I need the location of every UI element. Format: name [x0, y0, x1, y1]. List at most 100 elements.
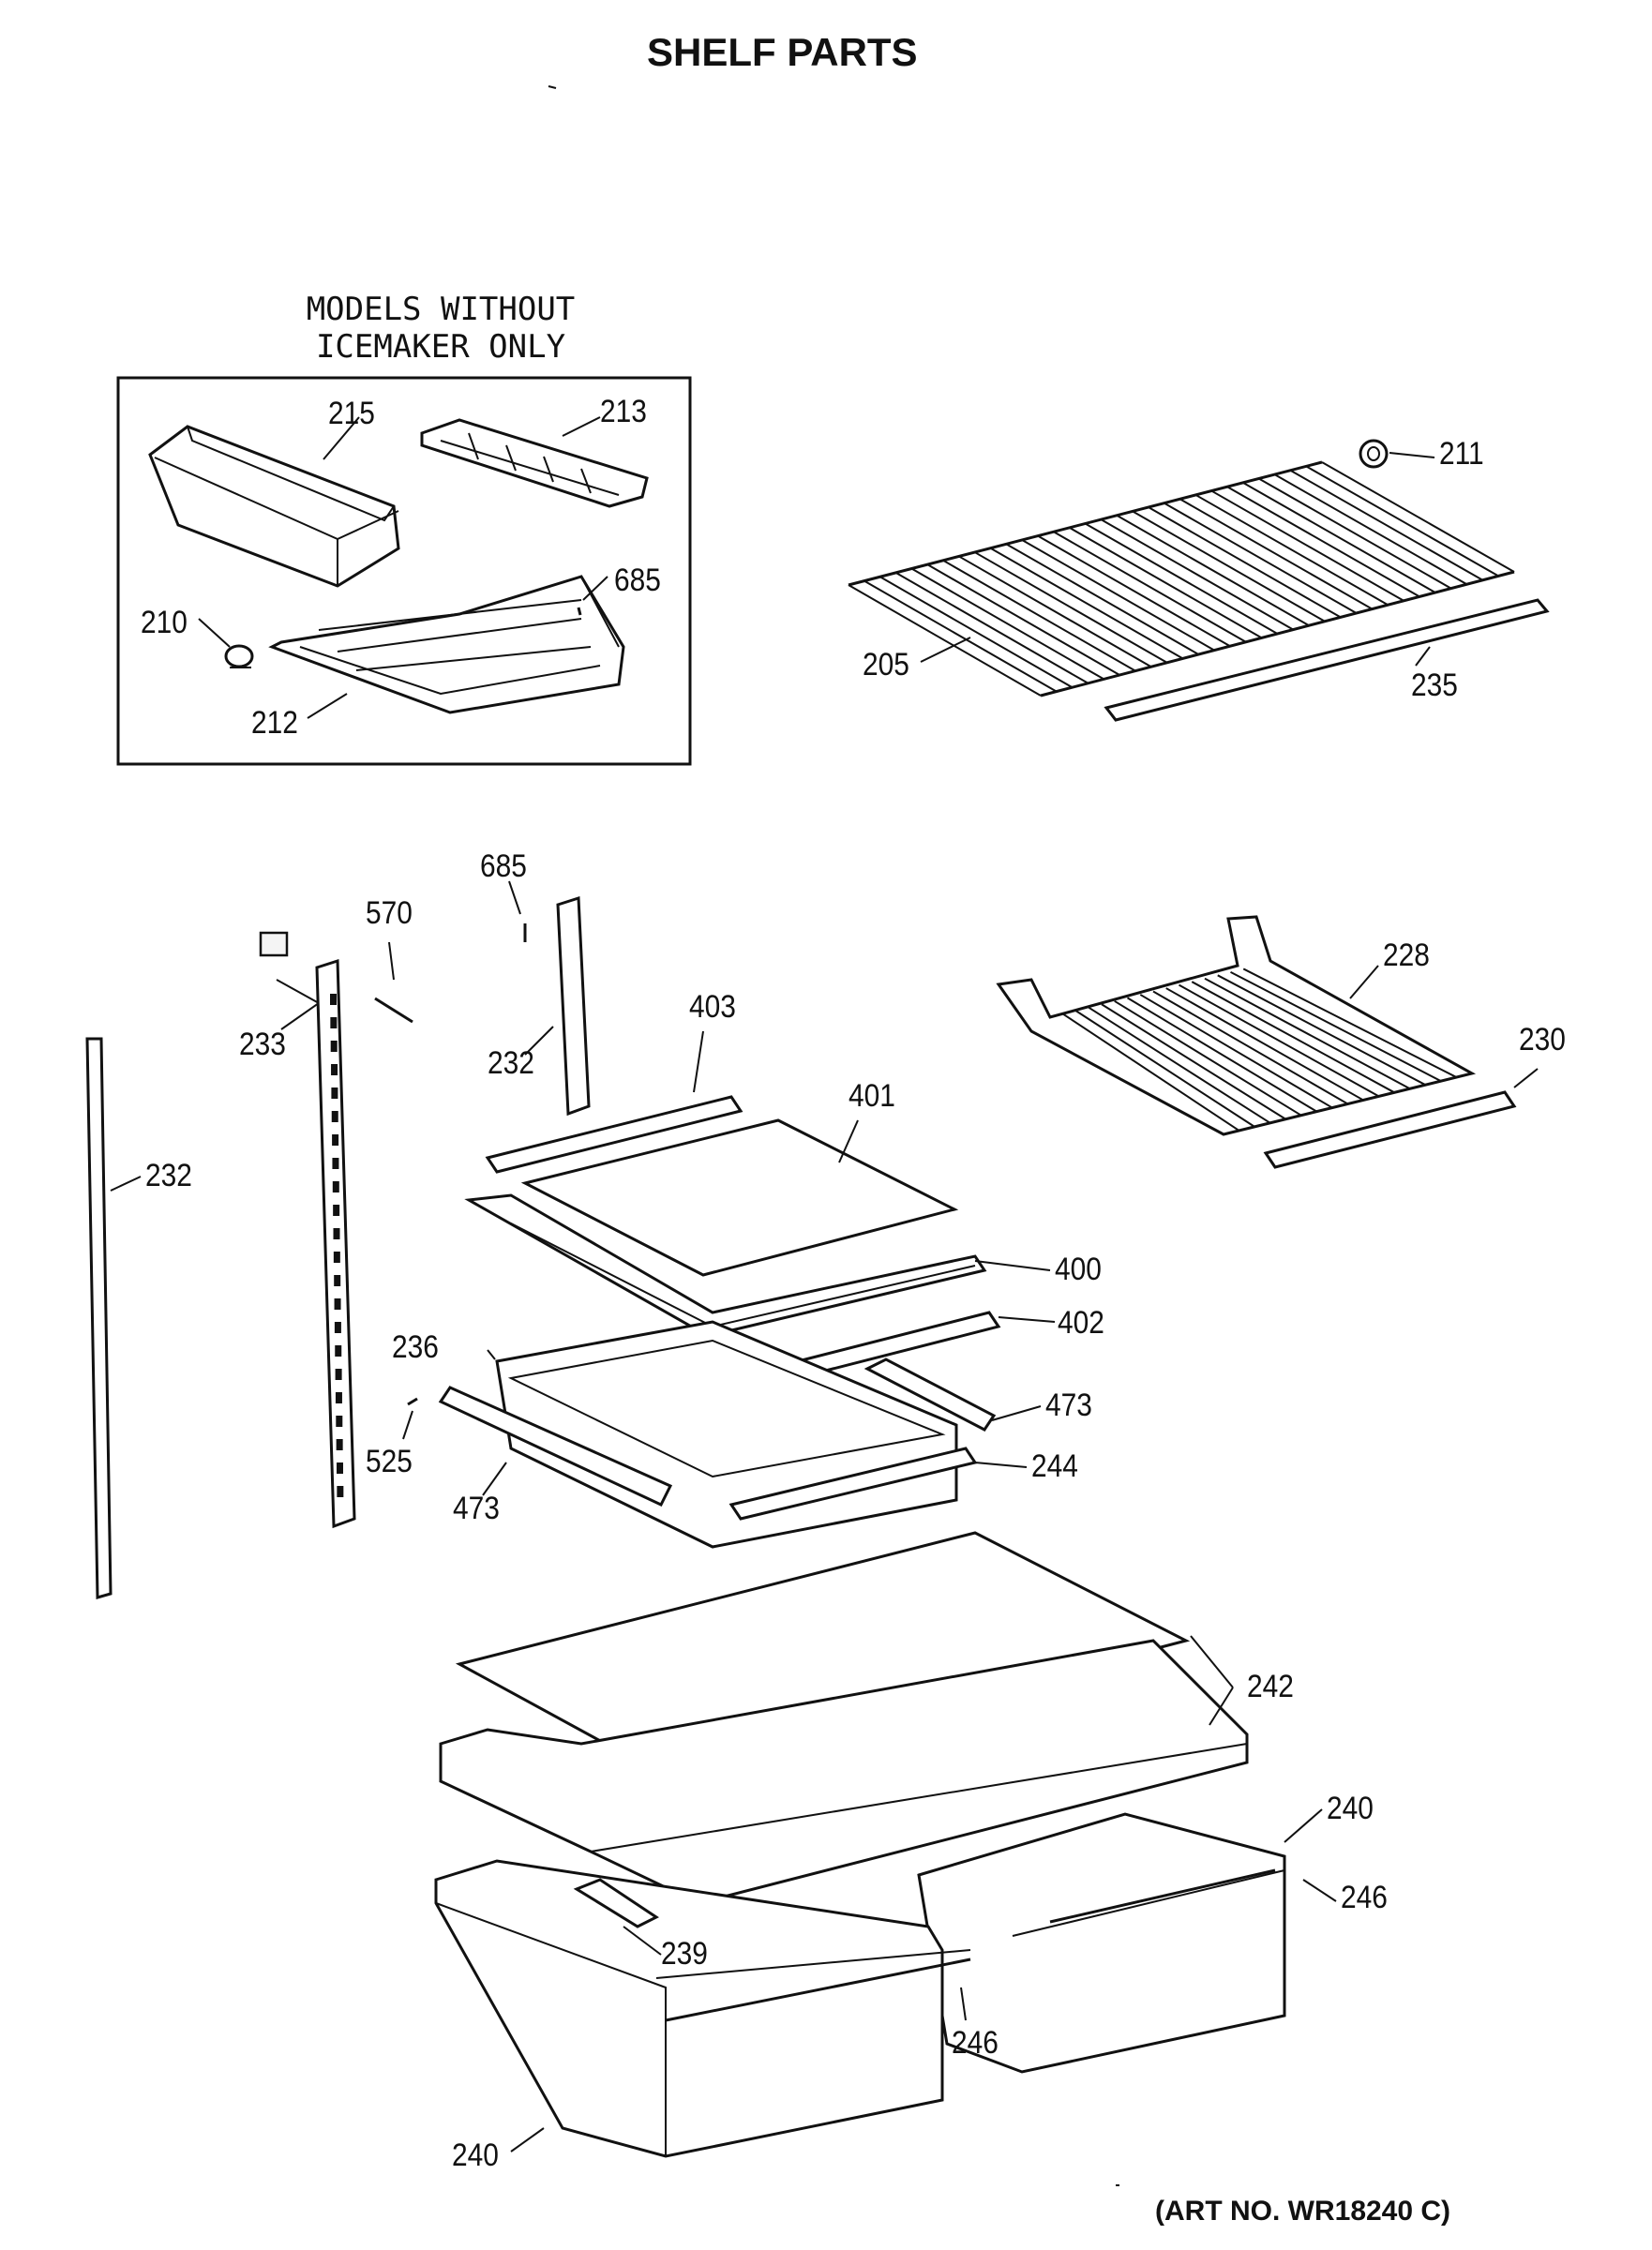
- rail-slot: [334, 1322, 341, 1333]
- leader-246-left: [960, 1987, 967, 2021]
- part-210-clip: [224, 644, 254, 668]
- shelf-wire: [1204, 977, 1411, 1090]
- shelf-wire: [1289, 469, 1483, 581]
- leader-473-left: [482, 1462, 507, 1496]
- diagram-title: SHELF PARTS: [647, 30, 918, 74]
- callout-525: 525: [366, 1444, 413, 1479]
- shelf-wire: [1062, 1012, 1240, 1132]
- part-230-shelf-trim: [1263, 1090, 1517, 1169]
- inset-heading-line1: MODELS WITHOUT: [306, 291, 576, 328]
- leader-473-right: [991, 1405, 1042, 1421]
- part-235-shelf-trim: [1104, 598, 1550, 722]
- rail-slot: [336, 1416, 343, 1427]
- leader-525: [402, 1410, 413, 1440]
- leader-570: [388, 941, 395, 981]
- shelf-wire: [1005, 543, 1199, 655]
- shelf-wire: [1126, 997, 1317, 1113]
- part-240-right-drawer: [917, 1812, 1286, 2074]
- leader-401: [838, 1119, 859, 1163]
- shelf-wire: [879, 576, 1074, 689]
- shelf-wire: [1088, 1006, 1271, 1124]
- part-525-screw: [407, 1397, 418, 1406]
- rail-slot: [337, 1462, 343, 1474]
- shelf-wire: [864, 579, 1058, 693]
- callout-210: 210: [141, 605, 188, 640]
- callout-401: 401: [849, 1078, 895, 1114]
- part-213-ice-tray: [420, 418, 649, 508]
- leader-236: [487, 1349, 496, 1360]
- leader-244: [974, 1462, 1028, 1468]
- part-232-left-rail: [85, 1037, 113, 1599]
- part-215-door-bin: [148, 425, 400, 588]
- inset-heading-line2: ICEMAKER ONLY: [315, 328, 566, 366]
- part-473-slide-left: [438, 1386, 673, 1507]
- part-685-screw-inset: [577, 607, 582, 616]
- rail-slot: [335, 1392, 342, 1403]
- callout-213: 213: [600, 394, 647, 429]
- rail-slot: [332, 1181, 339, 1192]
- shelf-wire: [910, 567, 1104, 681]
- leader-240-left: [510, 2127, 545, 2152]
- shelf-wire: [1210, 489, 1404, 602]
- shelf-wire: [1242, 481, 1436, 593]
- rail-slot: [331, 1064, 338, 1075]
- callout-473-left: 473: [453, 1491, 500, 1526]
- shelf-wire: [1148, 506, 1342, 619]
- leader-403: [693, 1030, 704, 1093]
- callout-233: 233: [239, 1027, 286, 1062]
- leader-402: [998, 1316, 1056, 1323]
- rail-slot: [334, 1275, 341, 1286]
- callout-685-inset: 685: [614, 562, 661, 598]
- shelf-wire: [1152, 990, 1349, 1105]
- shelf-wire: [1165, 987, 1364, 1102]
- shelf-wire: [1258, 477, 1452, 590]
- part-403-front-trim: [485, 1095, 743, 1174]
- shelf-wire: [1101, 1003, 1286, 1120]
- shelf-wire: [1194, 494, 1389, 607]
- part-240-left-drawer: [434, 1859, 971, 2158]
- callout-211: 211: [1439, 436, 1484, 472]
- leader-242: [1190, 1635, 1234, 1726]
- callout-232-upright: 232: [488, 1045, 534, 1081]
- callout-685: 685: [480, 848, 527, 884]
- callout-240-right: 240: [1327, 1791, 1374, 1826]
- rail-slot: [334, 1298, 341, 1310]
- rail-slot: [331, 1088, 338, 1099]
- shelf-wire: [1226, 486, 1420, 598]
- rail-slot: [331, 1111, 338, 1122]
- shelf-wire: [1217, 974, 1426, 1087]
- shelf-wire: [1069, 526, 1263, 639]
- leader-228: [1349, 965, 1379, 999]
- shelf-wire: [1139, 994, 1333, 1109]
- rail-slot: [333, 1252, 340, 1263]
- rail-slot: [335, 1369, 342, 1380]
- art-number: (ART NO. WR18240 C): [1155, 2196, 1451, 2227]
- inset-leaders: [198, 416, 608, 719]
- shelf-wire: [990, 547, 1183, 660]
- part-239-divider: [573, 1878, 659, 1928]
- rail-slot: [332, 1134, 339, 1146]
- leader-400: [974, 1260, 1051, 1271]
- shelf-wire: [926, 563, 1120, 676]
- callout-240-left: 240: [452, 2138, 499, 2173]
- callout-239: 239: [661, 1936, 708, 1972]
- part-570-screw: [374, 997, 413, 1024]
- upper-right-leaders: [920, 452, 1435, 667]
- part-473-slide-right: [864, 1358, 997, 1432]
- callout-473-right: 473: [1045, 1388, 1092, 1423]
- part-233-clip: [259, 931, 289, 957]
- part-242-crisper-cover: [439, 1531, 1249, 1905]
- rail-slot: [330, 994, 337, 1005]
- shelf-wire: [1053, 531, 1247, 643]
- callout-212: 212: [251, 705, 298, 741]
- rail-slot: [333, 1205, 340, 1216]
- rail-slot: [337, 1486, 344, 1497]
- shelf-wire: [942, 559, 1136, 672]
- callout-215: 215: [328, 396, 375, 431]
- shelf-wire: [1021, 539, 1215, 652]
- shelf-wire: [1037, 534, 1231, 648]
- callout-242: 242: [1247, 1669, 1294, 1704]
- shelf-wire: [1074, 1010, 1255, 1128]
- leader-230: [1513, 1068, 1539, 1088]
